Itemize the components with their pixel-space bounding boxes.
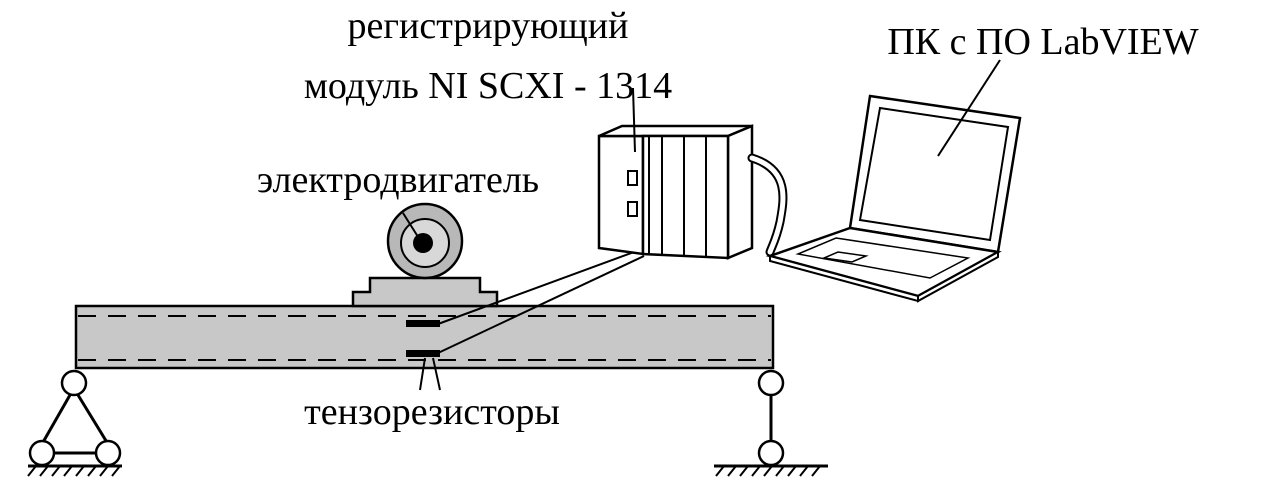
strain-gauges-label: тензорезисторы	[304, 391, 560, 433]
laptop-touchpad	[821, 251, 869, 263]
motor-shaft	[413, 233, 433, 253]
left-pinned-support	[27, 369, 122, 477]
electric-motor	[351, 202, 499, 308]
laptop-screen	[858, 106, 1010, 242]
module-label-line2: модуль NI SCXI - 1314	[304, 65, 672, 107]
module-right-side	[726, 124, 754, 260]
pc-label: ПК с ПО LabVIEW	[887, 21, 1198, 63]
right-roller-support	[714, 369, 828, 477]
motor-label: электродвигатель	[257, 159, 539, 201]
laptop-keyboard	[795, 237, 971, 279]
motor-base	[351, 276, 499, 308]
left-support-top-hinge	[60, 369, 88, 397]
wire-bottom-gauge	[437, 255, 645, 354]
right-support-bottom-hinge	[757, 439, 785, 467]
left-support-left-roller	[28, 439, 56, 467]
strain-gauges	[406, 320, 441, 391]
right-support-top-hinge	[757, 369, 785, 397]
module-indicator-2	[627, 201, 638, 217]
module-front-face	[641, 134, 730, 260]
wire-top-gauge	[437, 251, 635, 325]
module-indicator-1	[627, 170, 638, 186]
module-side-face	[597, 134, 645, 256]
recording-module	[597, 87, 754, 260]
module-label-line1: регистрирующий	[348, 5, 629, 47]
cable-module-to-pc	[747, 153, 788, 257]
left-support-right-roller	[94, 439, 122, 467]
laptop-pc	[765, 59, 1022, 303]
strain-gauge-top	[406, 320, 440, 327]
strain-gauge-bottom	[406, 350, 440, 357]
